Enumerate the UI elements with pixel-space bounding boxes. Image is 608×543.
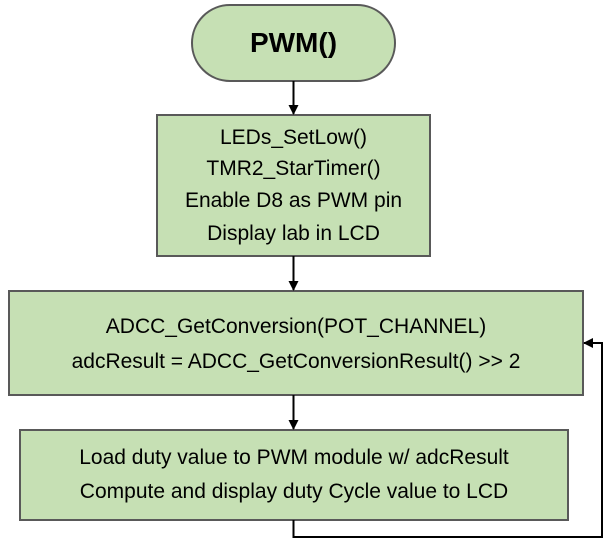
start-node: PWM(): [191, 4, 396, 82]
adc-line: ADCC_GetConversion(POT_CHANNEL): [106, 315, 486, 338]
init-line: Display lab in LCD: [207, 222, 380, 245]
adc-line: adcResult = ADCC_GetConversionResult() >…: [72, 350, 521, 373]
init-line: Enable D8 as PWM pin: [185, 189, 402, 212]
adc-process-box: ADCC_GetConversion(POT_CHANNEL) adcResul…: [8, 290, 584, 396]
init-line: LEDs_SetLow(): [220, 126, 367, 149]
init-process-box-shape: [156, 114, 431, 257]
duty-line: Load duty value to PWM module w/ adcResu…: [79, 446, 509, 469]
duty-process-box-shape: [19, 429, 569, 521]
duty-process-box: Load duty value to PWM module w/ adcResu…: [19, 429, 569, 521]
init-process-box: LEDs_SetLow() TMR2_StarTimer() Enable D8…: [156, 114, 431, 257]
adc-process-box-shape: [8, 290, 584, 396]
start-node-label: PWM(): [250, 27, 337, 58]
arrow-loop-back: [292, 338, 603, 538]
duty-line: Compute and display duty Cycle value to …: [80, 480, 508, 503]
init-line: TMR2_StarTimer(): [206, 157, 380, 180]
